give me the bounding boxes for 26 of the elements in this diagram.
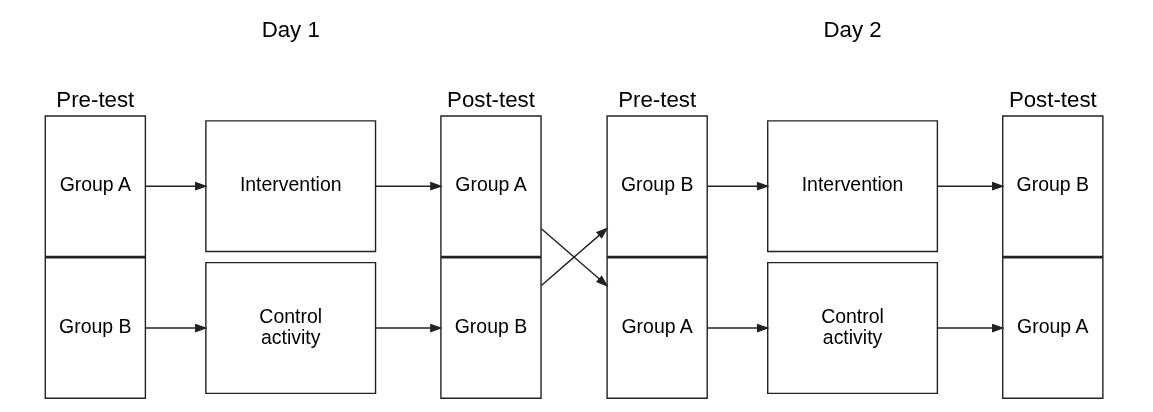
label: Day 1 [261, 17, 320, 43]
node-box: Group B [44, 257, 147, 399]
label: Day 2 [823, 17, 882, 43]
arrow [375, 181, 443, 191]
node-box: Group A [1002, 257, 1104, 399]
label: Pre-test [618, 86, 697, 112]
arrow [145, 181, 208, 191]
node-box: Group B [606, 115, 708, 258]
node-box: Control activity [205, 261, 377, 395]
arrow [937, 323, 1005, 333]
node-box: Control activity [767, 261, 939, 395]
node-box: Group B [440, 257, 542, 399]
node-box: Group A [440, 115, 542, 258]
arrow [706, 181, 770, 191]
arrow [937, 181, 1005, 191]
arrow [145, 323, 208, 333]
node-box: Group B [1002, 115, 1104, 258]
arrow [706, 323, 770, 333]
node-box: Group A [44, 115, 147, 258]
node-box: Intervention [205, 120, 377, 253]
arrow [375, 323, 443, 333]
node-box: Intervention [767, 120, 939, 253]
label: Pre-test [56, 86, 135, 112]
label: Post-test [1008, 86, 1097, 112]
node-box: Group A [606, 257, 708, 399]
label: Post-test [447, 86, 535, 112]
